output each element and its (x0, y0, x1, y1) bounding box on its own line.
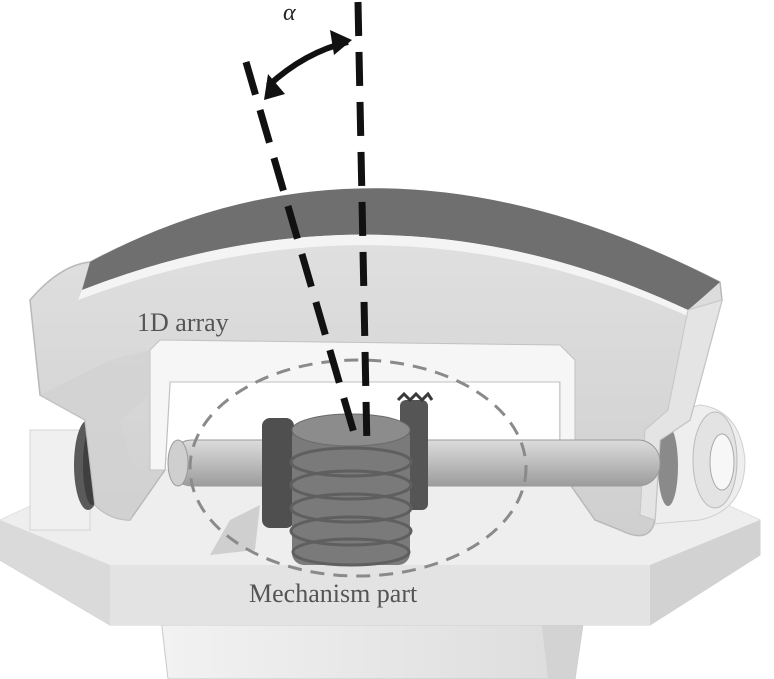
vertical-axis-line (354, 1, 371, 449)
tilted-axis-line (242, 61, 360, 441)
worm-gear (262, 391, 434, 567)
pedestal (159, 609, 586, 679)
mechanism-highlight-circle (188, 358, 528, 578)
worm-screw (289, 413, 413, 567)
angle-label: α (283, 0, 296, 26)
mechanism-label: Mechanism part (249, 579, 418, 608)
angle-arrow (264, 30, 352, 100)
array-label: 1D array (137, 308, 229, 337)
array-frame (29, 188, 723, 537)
